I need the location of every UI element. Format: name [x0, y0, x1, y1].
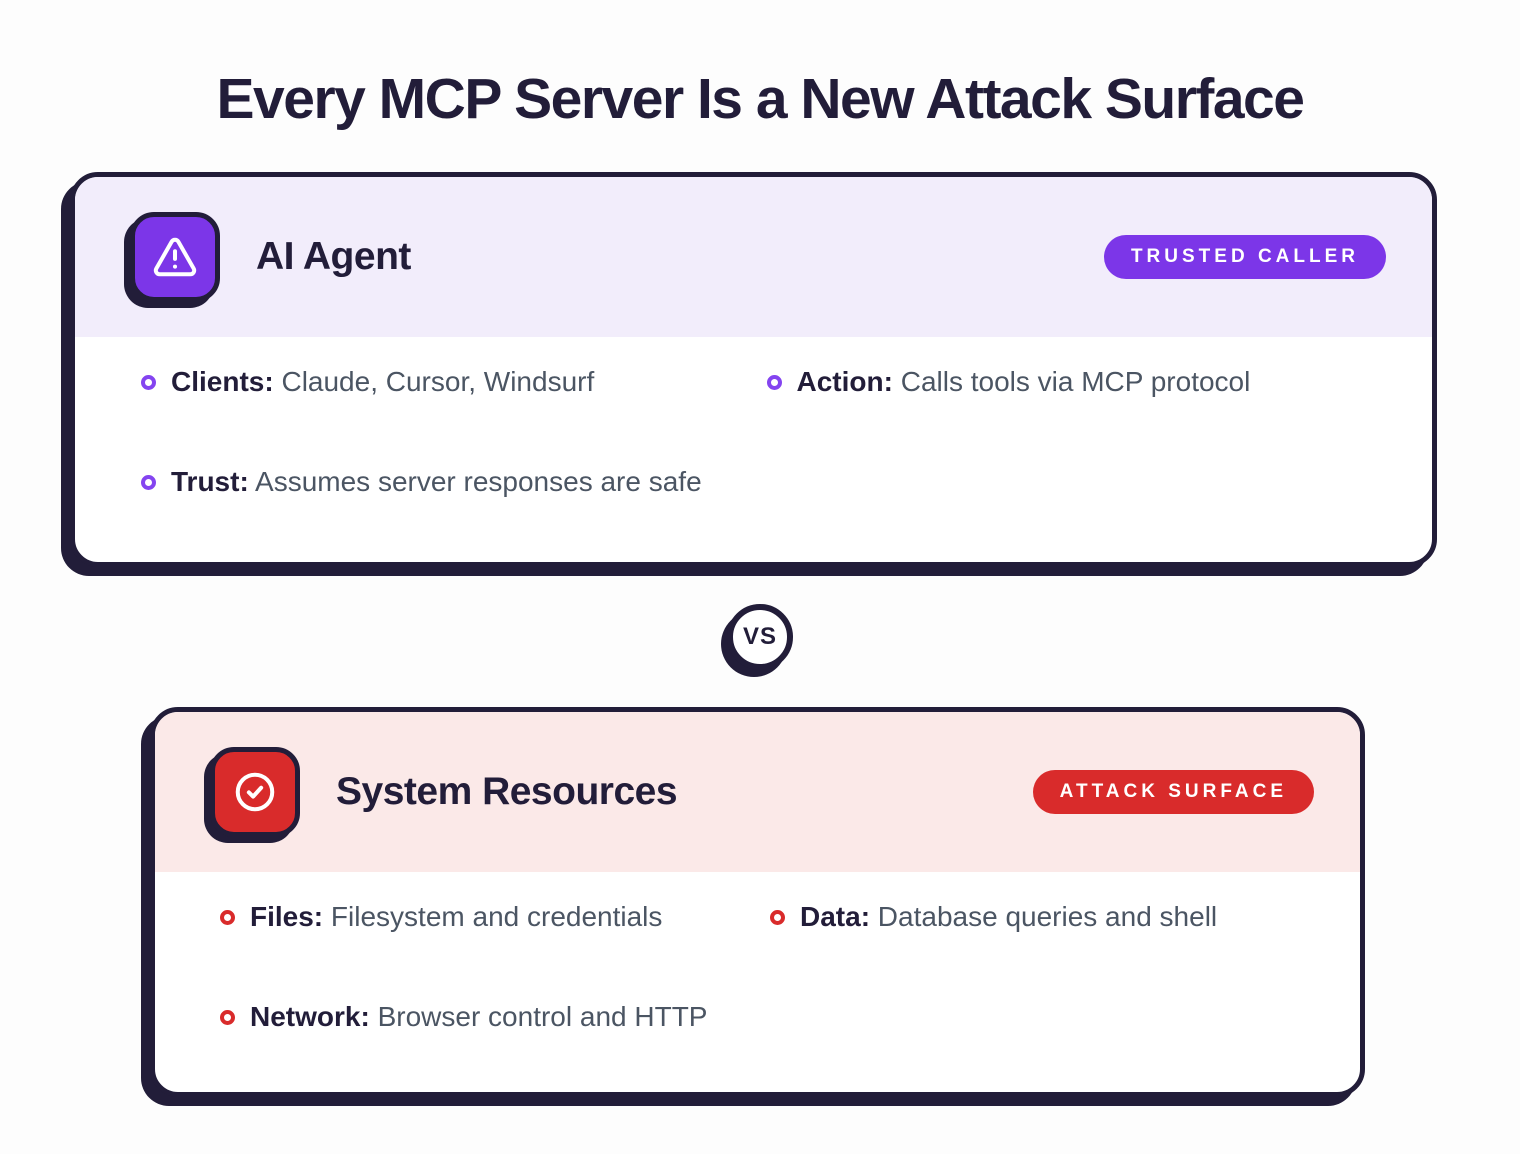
- warning-triangle-icon: [130, 212, 220, 302]
- system-resources-card: System Resources ATTACK SURFACE Files: F…: [150, 707, 1365, 1097]
- trusted-caller-badge: TRUSTED CALLER: [1103, 235, 1386, 279]
- check-circle-icon: [210, 747, 300, 837]
- item-value: Assumes server responses are safe: [255, 466, 702, 497]
- vs-label: VS: [742, 623, 777, 650]
- vs-divider-row: VS: [0, 567, 1520, 707]
- bullet-ring-icon: [770, 909, 785, 925]
- list-item-clients: Clients: Claude, Cursor, Windsurf: [141, 365, 767, 399]
- system-resources-card-header: System Resources ATTACK SURFACE: [155, 712, 1360, 872]
- bullet-ring-icon: [766, 374, 782, 390]
- item-label: Network:: [250, 1001, 370, 1032]
- bullet-ring-icon: [141, 374, 156, 390]
- ai-agent-card-header: AI Agent TRUSTED CALLER: [75, 177, 1432, 337]
- item-value: Browser control and HTTP: [377, 1001, 708, 1032]
- attack-surface-badge: ATTACK SURFACE: [1032, 770, 1314, 814]
- list-item-text: Trust: Assumes server responses are safe: [171, 465, 702, 499]
- item-label: Clients:: [171, 366, 274, 397]
- list-item-text: Files: Filesystem and credentials: [250, 900, 662, 934]
- item-label: Trust:: [171, 466, 249, 497]
- item-label: Action:: [796, 366, 893, 397]
- list-item-text: Clients: Claude, Cursor, Windsurf: [171, 365, 594, 399]
- list-item-text: Network: Browser control and HTTP: [250, 1000, 707, 1034]
- vs-divider: VS: [727, 604, 793, 670]
- item-value: Claude, Cursor, Windsurf: [281, 366, 595, 397]
- ai-agent-card-body: Clients: Claude, Cursor, Windsurf Action…: [75, 337, 1432, 499]
- item-label: Files:: [250, 901, 324, 932]
- item-value: Calls tools via MCP protocol: [900, 366, 1251, 397]
- infographic-page: Every MCP Server Is a New Attack Surface…: [0, 66, 1520, 1154]
- item-value: Filesystem and credentials: [330, 901, 663, 932]
- list-item-text: Data: Database queries and shell: [800, 900, 1217, 934]
- item-label: Data:: [800, 901, 871, 932]
- bullet-ring-icon: [220, 1009, 235, 1025]
- bullet-ring-icon: [141, 474, 156, 490]
- ai-agent-card: AI Agent TRUSTED CALLER Clients: Claude,…: [70, 172, 1437, 567]
- system-resources-card-title: System Resources: [336, 770, 678, 813]
- list-item-trust: Trust: Assumes server responses are safe: [141, 465, 767, 499]
- list-item-data: Data: Database queries and shell: [770, 900, 1320, 934]
- page-title: Every MCP Server Is a New Attack Surface: [216, 67, 1305, 131]
- system-resources-card-body: Files: Filesystem and credentials Data: …: [155, 872, 1360, 1034]
- list-item-network: Network: Browser control and HTTP: [220, 1000, 770, 1034]
- ai-agent-card-title: AI Agent: [256, 235, 411, 278]
- list-item-action: Action: Calls tools via MCP protocol: [766, 365, 1393, 399]
- bullet-ring-icon: [220, 909, 235, 925]
- list-item-text: Action: Calls tools via MCP protocol: [797, 365, 1251, 399]
- list-item-files: Files: Filesystem and credentials: [220, 900, 770, 934]
- item-value: Database queries and shell: [877, 901, 1218, 932]
